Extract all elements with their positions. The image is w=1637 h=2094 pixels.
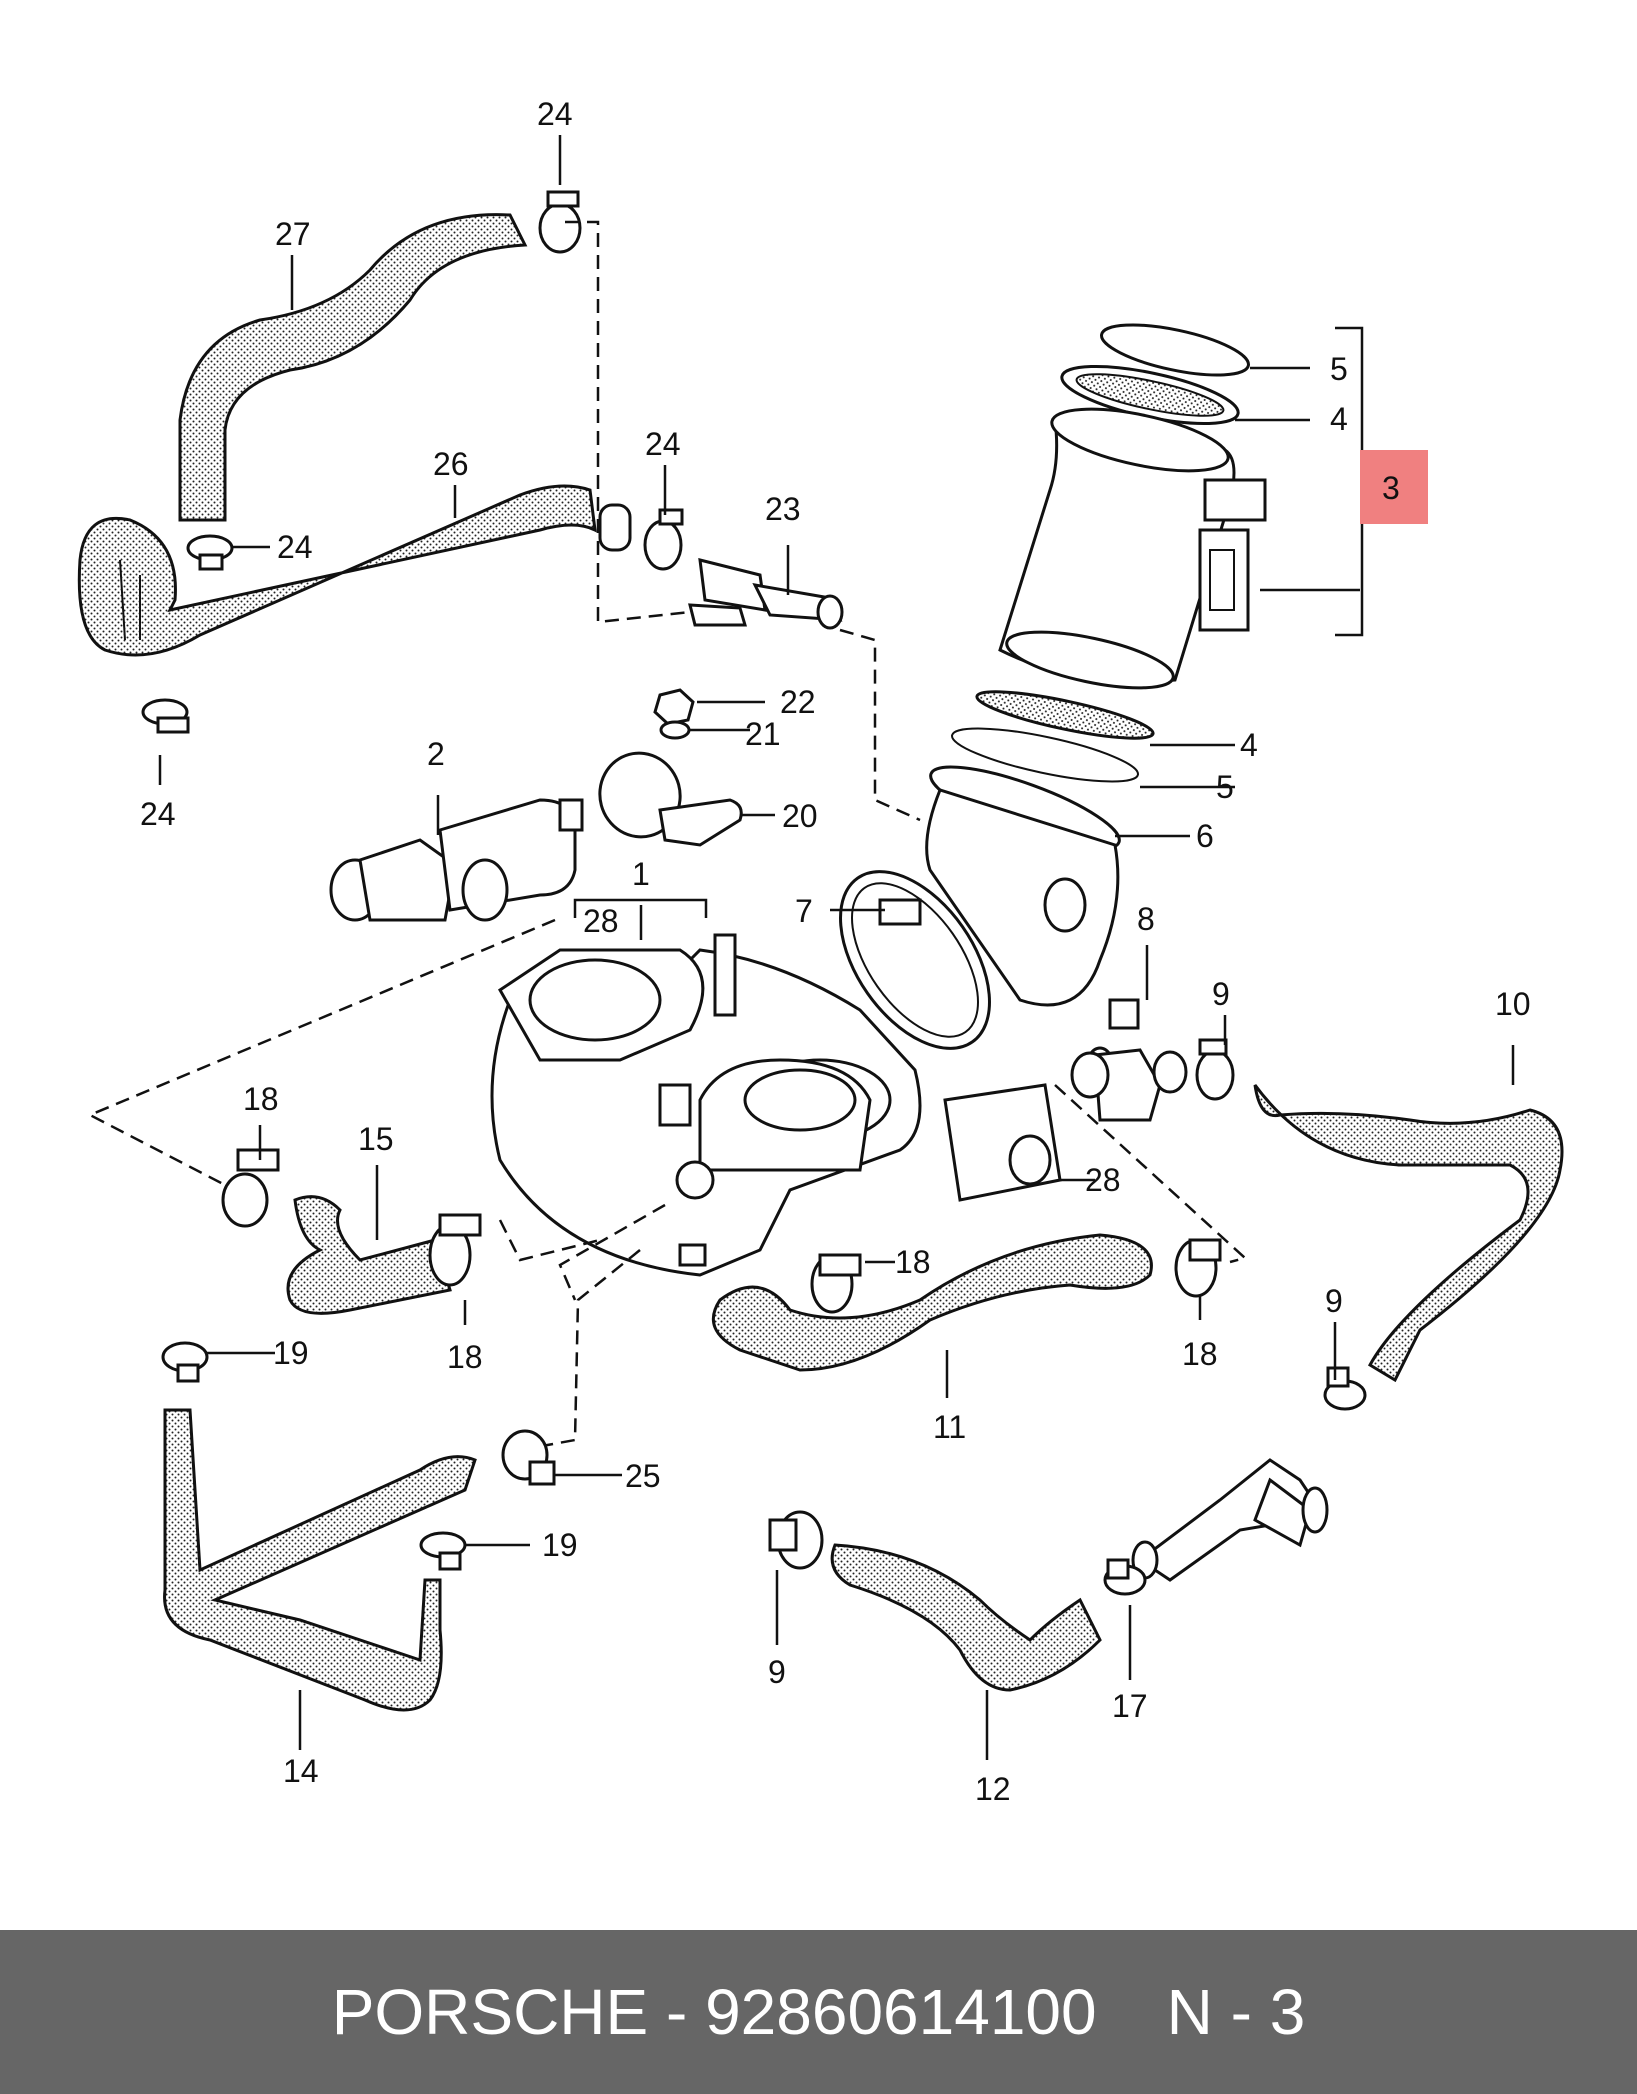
callout-23: 23 xyxy=(765,491,801,527)
callout-2: 2 xyxy=(427,736,445,772)
screen-grid-4 xyxy=(1075,373,1225,417)
hose-clamp-icon xyxy=(419,1531,467,1571)
reference-line xyxy=(565,220,691,624)
t-piece-23 xyxy=(688,558,844,630)
hose-clamp-7 xyxy=(839,870,991,1050)
reference-line xyxy=(519,1203,666,1452)
highlight-marker xyxy=(1360,450,1428,524)
washer-21 xyxy=(659,720,691,740)
hose-clamp-icon xyxy=(1195,1038,1235,1101)
callout-18: 18 xyxy=(895,1244,931,1280)
hose-clamp-icon xyxy=(1103,1558,1147,1596)
hose-clamp-icon xyxy=(428,1213,482,1287)
hose-clamp-icon xyxy=(161,1341,209,1383)
callout-1: 1 xyxy=(632,856,650,892)
callout-9: 9 xyxy=(1325,1283,1343,1319)
callout-21: 21 xyxy=(745,716,781,752)
callout-20: 20 xyxy=(782,798,818,834)
callout-5: 5 xyxy=(1216,769,1234,805)
callout-4: 4 xyxy=(1240,727,1258,763)
callout-24: 24 xyxy=(537,96,573,132)
callout-22: 22 xyxy=(780,684,816,720)
hose-clamp-icon xyxy=(186,534,234,571)
callout-5: 5 xyxy=(1330,351,1348,387)
callout-6: 6 xyxy=(1196,818,1214,854)
footer-bar: PORSCHE - 92860614100 N - 3 xyxy=(0,1930,1637,2094)
footer-part-number: 92860614100 xyxy=(705,1976,1097,2048)
hose-10 xyxy=(1253,1084,1564,1383)
t-fitting xyxy=(1131,1458,1329,1582)
callout-12: 12 xyxy=(975,1771,1011,1807)
hose-11 xyxy=(711,1233,1153,1372)
callout-27: 27 xyxy=(275,216,311,252)
hose-26-end-ring xyxy=(598,503,632,552)
hose-clamp-icon xyxy=(768,1510,824,1570)
hose-clamp-icon xyxy=(141,698,190,734)
callout-4: 4 xyxy=(1330,401,1348,437)
bracket-20 xyxy=(598,751,743,847)
callout-19: 19 xyxy=(273,1335,309,1371)
callout-labels: 24 27 26 24 24 24 23 5 4 3 4 5 6 22 21 2… xyxy=(140,96,1531,1807)
t-piece-8 xyxy=(1070,998,1188,1122)
callout-24: 24 xyxy=(140,796,176,832)
hose-15 xyxy=(286,1195,452,1315)
hose-26-loop xyxy=(119,559,141,641)
callout-26: 26 xyxy=(433,446,469,482)
reference-line xyxy=(839,628,921,822)
callout-28: 28 xyxy=(1085,1162,1121,1198)
hose-clamp-icon xyxy=(1323,1366,1367,1411)
nut-22 xyxy=(653,688,695,726)
screen-grid-4b xyxy=(975,690,1155,740)
bracket-1 xyxy=(573,898,708,918)
callout-11: 11 xyxy=(933,1409,966,1445)
hose-clamp-icon xyxy=(643,508,684,571)
callout-8: 8 xyxy=(1137,901,1155,937)
throttle-housing-1 xyxy=(490,933,922,1277)
hose-clamp-icon xyxy=(538,190,582,254)
hose-clamp-icon xyxy=(221,1148,280,1228)
leader-lines xyxy=(158,135,1515,1760)
parts-diagram: 24 27 26 24 24 24 23 5 4 3 4 5 6 22 21 2… xyxy=(77,96,1564,1807)
footer-position-code: N - 3 xyxy=(1166,1976,1306,2048)
hose-26 xyxy=(77,484,597,657)
callout-15: 15 xyxy=(358,1121,394,1157)
callout-7: 7 xyxy=(795,893,813,929)
callout-17: 17 xyxy=(1112,1688,1148,1724)
control-unit-28 xyxy=(943,1083,1062,1202)
callout-25: 25 xyxy=(625,1458,661,1494)
footer-separator: - xyxy=(665,1976,688,2048)
footer-brand: PORSCHE xyxy=(331,1976,649,2048)
hose-clamp-icon xyxy=(810,1253,862,1314)
callout-18: 18 xyxy=(447,1339,483,1375)
callout-28: 28 xyxy=(583,903,619,939)
air-flow-meter-3 xyxy=(998,323,1267,690)
callout-10: 10 xyxy=(1495,986,1531,1022)
callout-24: 24 xyxy=(645,426,681,462)
hose-27 xyxy=(178,213,528,522)
callout-19: 19 xyxy=(542,1527,578,1563)
callout-9: 9 xyxy=(1212,976,1230,1012)
callout-14: 14 xyxy=(283,1753,319,1789)
hose-14 xyxy=(163,1408,477,1712)
callout-24: 24 xyxy=(277,529,313,565)
gasket-ring-5b xyxy=(951,727,1139,783)
hose-clamp-icon xyxy=(501,1429,556,1486)
reference-line xyxy=(498,1084,1248,1264)
callout-18: 18 xyxy=(1182,1336,1218,1372)
hose-12 xyxy=(830,1543,1102,1692)
callout-3: 3 xyxy=(1382,470,1400,506)
reference-line xyxy=(87,918,556,1187)
hose-clamp-icon xyxy=(1174,1238,1222,1298)
intake-elbow-6 xyxy=(925,765,1121,1007)
idle-valve-2 xyxy=(329,798,584,922)
callout-9: 9 xyxy=(768,1654,786,1690)
callout-18: 18 xyxy=(243,1081,279,1117)
